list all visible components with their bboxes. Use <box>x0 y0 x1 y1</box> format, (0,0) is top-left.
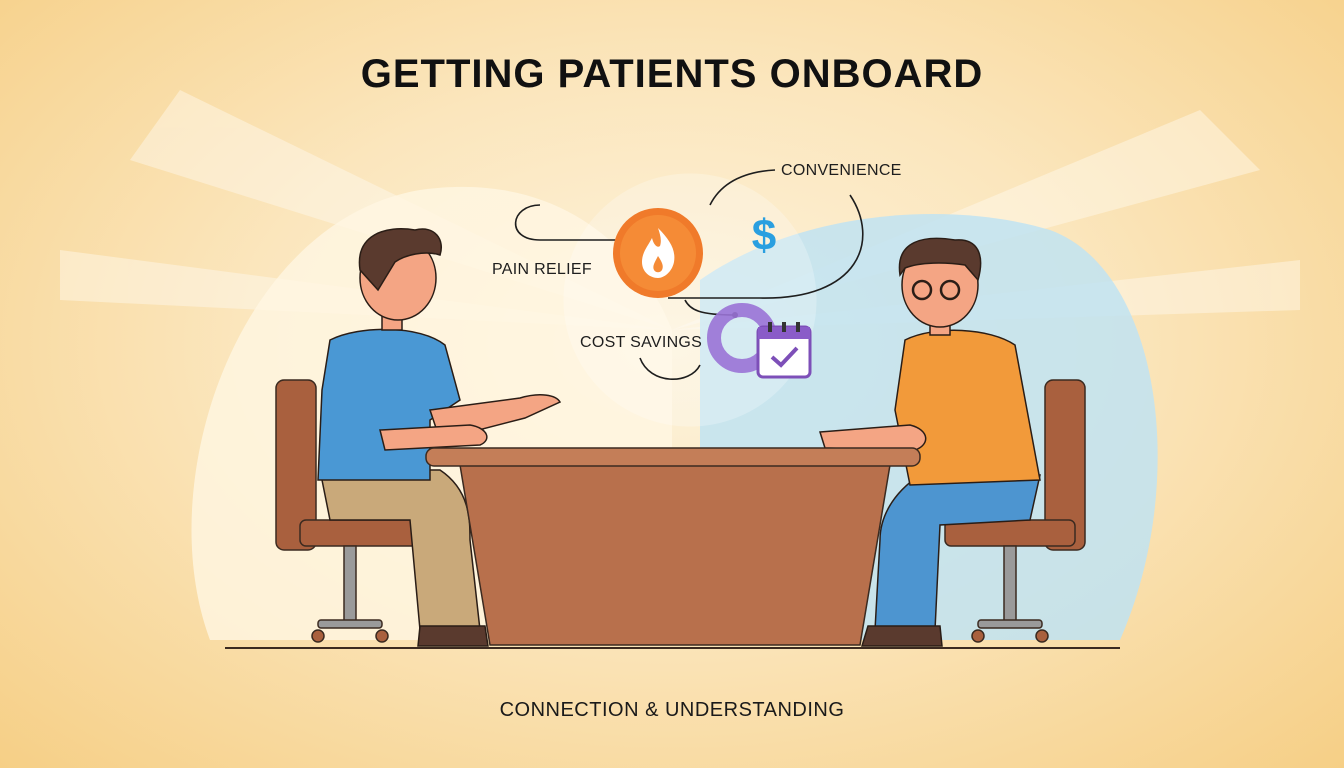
dollar-icon: $ <box>752 211 776 260</box>
flame-icon <box>613 208 703 298</box>
benefit-label-pain-relief: PAIN RELIEF <box>492 261 592 278</box>
benefit-label-cost-savings: COST SAVINGS <box>580 334 703 351</box>
patient-person <box>819 237 1041 647</box>
benefit-label-convenience: CONVENIENCE <box>781 162 902 179</box>
table <box>425 447 921 646</box>
provider-person <box>317 228 562 647</box>
calendar-check-icon <box>707 303 812 379</box>
left-chair <box>275 379 431 643</box>
benefit-halo <box>563 173 817 427</box>
caption: CONNECTION & UNDERSTANDING <box>499 699 845 721</box>
page-title: GETTING PATIENTS ONBOARD <box>360 52 984 96</box>
